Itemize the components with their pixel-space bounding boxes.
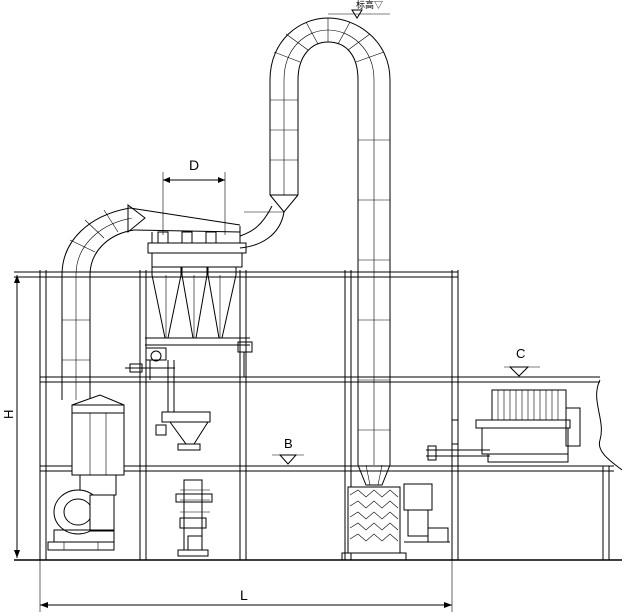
middle-feeder (125, 360, 211, 451)
dimension-d: D (162, 157, 226, 235)
air-heater (341, 483, 450, 561)
elevation-b-label: B (284, 436, 293, 451)
elevation-b: B (272, 436, 304, 465)
elevation-c: C (504, 346, 540, 377)
dimension-l: L (39, 560, 453, 612)
top-elevation-marker: 标高▽ (328, 0, 390, 19)
dim-h-label: H (1, 410, 16, 419)
top-elevation-label: 标高▽ (356, 0, 383, 10)
dimension-h: H (1, 275, 20, 558)
drying-tube (239, 17, 391, 486)
elevation-c-label: C (516, 346, 525, 361)
left-duct (61, 203, 241, 400)
screw-feeder (175, 479, 213, 557)
exhaust-fan (47, 394, 125, 551)
dim-l-label: L (240, 587, 248, 603)
filter-press (426, 389, 581, 463)
break-line (596, 379, 623, 471)
cyclone-battery (145, 226, 253, 377)
dim-d-label: D (189, 157, 199, 173)
